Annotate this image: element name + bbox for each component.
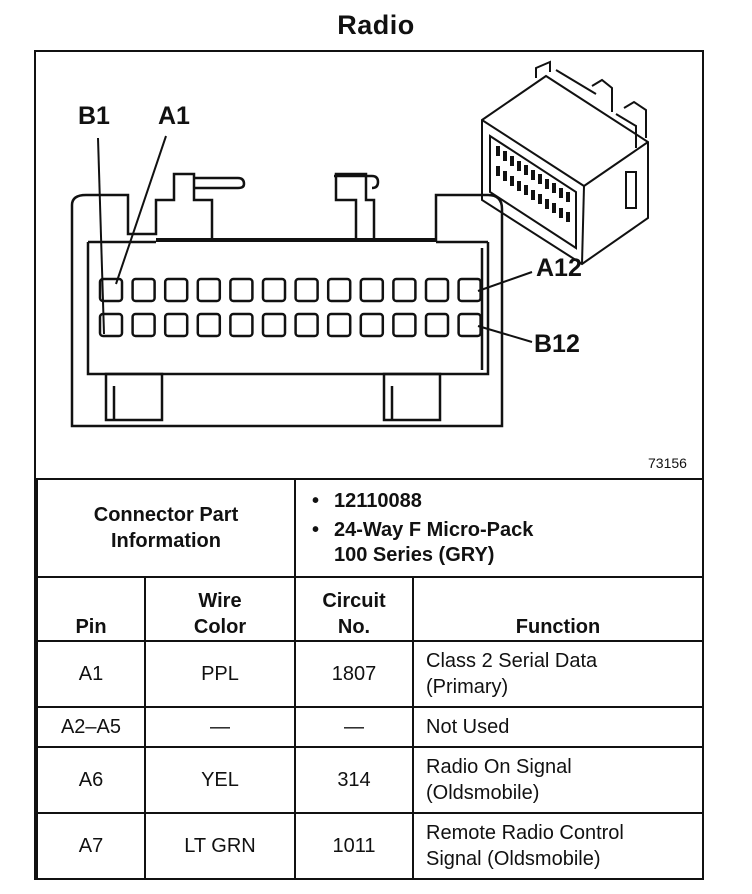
top-band xyxy=(156,238,436,242)
connector-cavity xyxy=(86,242,490,376)
pin-cavity xyxy=(359,277,385,303)
figure-number: 73156 xyxy=(648,455,687,471)
pin-cavity xyxy=(98,277,124,303)
key-right xyxy=(382,372,442,422)
cell-wire: — xyxy=(144,706,296,748)
connector-part-info-values: 12110088 24-Way F Micro-Pack 100 Series … xyxy=(293,478,705,578)
pin-cavity xyxy=(359,312,385,338)
pin-cavity xyxy=(229,312,254,338)
connector-frame: B1 A1 A12 B12 73156 Connector Part Infor… xyxy=(34,50,705,880)
pin-cavity xyxy=(163,312,189,338)
cell-function-line1: Radio On Signal xyxy=(426,756,572,778)
header-wire-line1: Wire xyxy=(198,590,242,612)
pin-cavity xyxy=(392,277,417,303)
cell-function-line1: Remote Radio Control xyxy=(426,822,624,844)
label-b1: B1 xyxy=(78,102,110,130)
header-function: Function xyxy=(411,576,705,642)
pin-cavity xyxy=(294,277,319,303)
cell-pin: A2–A5 xyxy=(36,706,146,748)
header-pin: Pin xyxy=(36,576,146,642)
cpi-desc-line1: 24-Way F Micro-Pack xyxy=(334,518,534,541)
pin-grid xyxy=(98,277,482,338)
cell-function: Remote Radio Control Signal (Oldsmobile) xyxy=(411,812,705,880)
cpi-label-line1: Connector Part xyxy=(93,504,239,526)
leader-b12 xyxy=(477,325,533,343)
label-b12: B12 xyxy=(534,330,580,358)
table-row: A6 YEL 314 Radio On Signal (Oldsmobile) xyxy=(36,746,705,814)
table-row: A7 LT GRN 1011 Remote Radio Control Sign… xyxy=(36,812,705,880)
pin-cavity xyxy=(261,312,287,338)
connector-part-info-row: Connector Part Information 12110088 24-W… xyxy=(36,478,705,578)
table-row: A1 PPL 1807 Class 2 Serial Data (Primary… xyxy=(36,640,705,708)
cpi-description: 24-Way F Micro-Pack 100 Series (GRY) xyxy=(312,518,702,568)
leader-a1 xyxy=(115,135,167,285)
cpi-list: 12110088 24-Way F Micro-Pack 100 Series … xyxy=(296,489,702,568)
cell-function-line1: Not Used xyxy=(426,716,510,738)
label-a12: A12 xyxy=(536,254,582,282)
pin-cavity xyxy=(294,312,319,338)
label-a1: A1 xyxy=(158,102,190,130)
pin-cavity xyxy=(424,312,450,338)
pin-cavity xyxy=(326,277,352,303)
header-wire-color: Wire Color xyxy=(144,576,296,642)
cell-circuit: 1011 xyxy=(294,812,414,880)
cell-function-line2: (Primary) xyxy=(426,676,509,698)
cell-circuit: 1807 xyxy=(294,640,414,708)
connector-diagram: B1 A1 A12 B12 73156 xyxy=(36,52,702,478)
cpi-label-line2: Information xyxy=(111,530,221,552)
cell-pin: A1 xyxy=(36,640,146,708)
page-title: Radio xyxy=(337,10,415,40)
cell-pin: A7 xyxy=(36,812,146,880)
key-left xyxy=(104,372,164,422)
cell-circuit: — xyxy=(294,706,414,748)
connector-3d-illustration xyxy=(481,60,649,266)
cpi-part-number: 12110088 xyxy=(312,489,702,514)
pin-cavity xyxy=(326,312,352,338)
header-circuit-no: Circuit No. xyxy=(294,576,414,642)
pin-cavity xyxy=(163,277,189,303)
cell-wire: PPL xyxy=(144,640,296,708)
cpi-desc-line2: 100 Series (GRY) xyxy=(334,543,495,566)
connector-table: Connector Part Information 12110088 24-W… xyxy=(36,478,705,880)
latch-left xyxy=(194,176,246,190)
table-row: A2–A5 — — Not Used xyxy=(36,706,705,748)
table-header-row: Pin Wire Color Circuit No. Function xyxy=(36,576,705,642)
cell-function-line1: Class 2 Serial Data xyxy=(426,650,598,672)
leader-b1 xyxy=(97,137,105,335)
pin-cavity xyxy=(229,277,254,303)
pin-cavity xyxy=(131,312,156,338)
header-wire-line2: Color xyxy=(193,616,247,638)
pin-cavity xyxy=(392,312,417,338)
header-circuit-line1: Circuit xyxy=(322,590,386,612)
pin-cavity xyxy=(98,312,124,338)
cell-pin: A6 xyxy=(36,746,146,814)
pin-cavity xyxy=(196,312,222,338)
pin-cavity xyxy=(131,277,156,303)
cell-circuit: 314 xyxy=(294,746,414,814)
cell-wire: YEL xyxy=(144,746,296,814)
cell-function-line2: (Oldsmobile) xyxy=(426,782,540,804)
cell-function: Class 2 Serial Data (Primary) xyxy=(411,640,705,708)
cell-wire: LT GRN xyxy=(144,812,296,880)
pin-cavity xyxy=(196,277,222,303)
pin-cavity xyxy=(457,312,482,338)
cell-function: Not Used xyxy=(411,706,705,748)
connector-body xyxy=(70,172,504,428)
header-circuit-line2: No. xyxy=(337,616,371,638)
cell-function-line2: Signal (Oldsmobile) xyxy=(426,848,601,870)
connector-part-info-label: Connector Part Information xyxy=(36,478,296,578)
pin-cavity xyxy=(457,277,482,303)
latch-right xyxy=(334,174,380,190)
pin-cavity xyxy=(261,277,287,303)
leader-a12 xyxy=(477,271,533,292)
connector-drawing xyxy=(70,60,649,428)
cell-function: Radio On Signal (Oldsmobile) xyxy=(411,746,705,814)
pin-cavity xyxy=(424,277,450,303)
connector-3d-pins xyxy=(496,146,570,222)
